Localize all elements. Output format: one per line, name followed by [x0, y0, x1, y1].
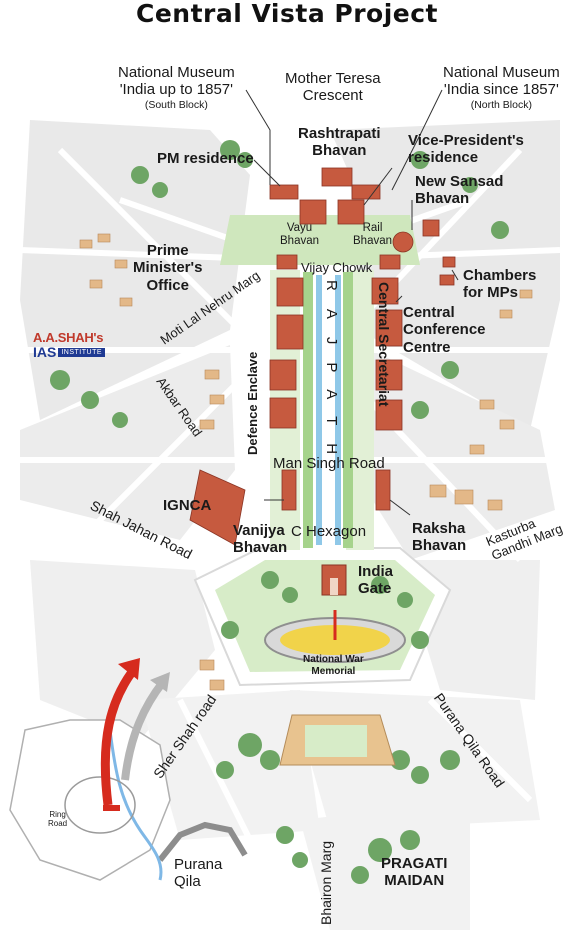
label-vanijya-bhavan: Vanijya Bhavan	[233, 522, 288, 557]
label-vice-president-residence: Vice-President's residence	[408, 132, 524, 167]
label-chambers-for-mps: Chambers for MPs	[463, 267, 537, 302]
logo-title: A.A.SHAH's	[33, 330, 104, 345]
label-national-war-memorial: National War Memorial	[303, 654, 364, 677]
delhi-inset-map	[9, 658, 171, 881]
label-man-singh-road: Man Singh Road	[273, 455, 385, 472]
leader-lines	[245, 89, 459, 516]
war-memorial	[264, 610, 406, 663]
aashah-ias-logo: A.A.SHAH's IAS INSTITUTE	[33, 330, 121, 360]
label-bhairon-marg: Bhairon Marg	[318, 840, 334, 925]
label-pm-residence: PM residence	[157, 150, 254, 167]
label-prime-ministers-office: Prime Minister's Office	[133, 242, 203, 294]
page-title: Central Vista Project	[135, 0, 439, 28]
label-defence-enclave: Defence Enclave	[245, 351, 260, 455]
label-rashtrapati-bhavan: Rashtrapati Bhavan	[298, 125, 381, 160]
stadium	[279, 714, 396, 766]
label-pragati-maidan: PRAGATI MAIDAN	[381, 855, 448, 890]
city-blocks	[20, 120, 560, 930]
logo-institute: INSTITUTE	[58, 347, 106, 357]
label-mother-teresa: Mother Teresa Crescent	[285, 70, 381, 105]
label-india-gate: India Gate	[358, 563, 394, 598]
purana-qila-wall	[157, 821, 248, 862]
label-vayu-bhavan: Vayu Bhavan	[280, 222, 320, 248]
label-rail-bhavan: Rail Bhavan	[353, 222, 393, 248]
label-raksha-bhavan: Raksha Bhavan	[412, 520, 467, 555]
label-purana-qila: Purana Qila	[174, 856, 223, 891]
india-gate-arch	[321, 564, 347, 596]
label-national-museum-south: National Museum 'India up to 1857' (Sout…	[118, 64, 235, 111]
buildings	[189, 167, 456, 546]
label-c-hexagon: C Hexagon	[291, 523, 367, 540]
label-national-museum-north: National Museum 'India since 1857' (Nort…	[443, 64, 560, 111]
label-new-sansad-bhavan: New Sansad Bhavan	[415, 173, 504, 208]
label-central-secretariat: Central Secretariat	[376, 282, 392, 407]
logo-ias: IAS	[33, 344, 57, 360]
label-rajpath: RAJPATH	[323, 280, 340, 473]
president-estate-lawn	[220, 215, 420, 265]
label-central-conference-centre: Central Conference Centre	[403, 304, 486, 356]
label-vijay-chowk: Vijay Chowk	[301, 260, 373, 275]
label-ring-road: Ring Road	[48, 810, 68, 829]
residential-blocks	[79, 233, 533, 691]
label-ignca: IGNCA	[163, 497, 212, 514]
